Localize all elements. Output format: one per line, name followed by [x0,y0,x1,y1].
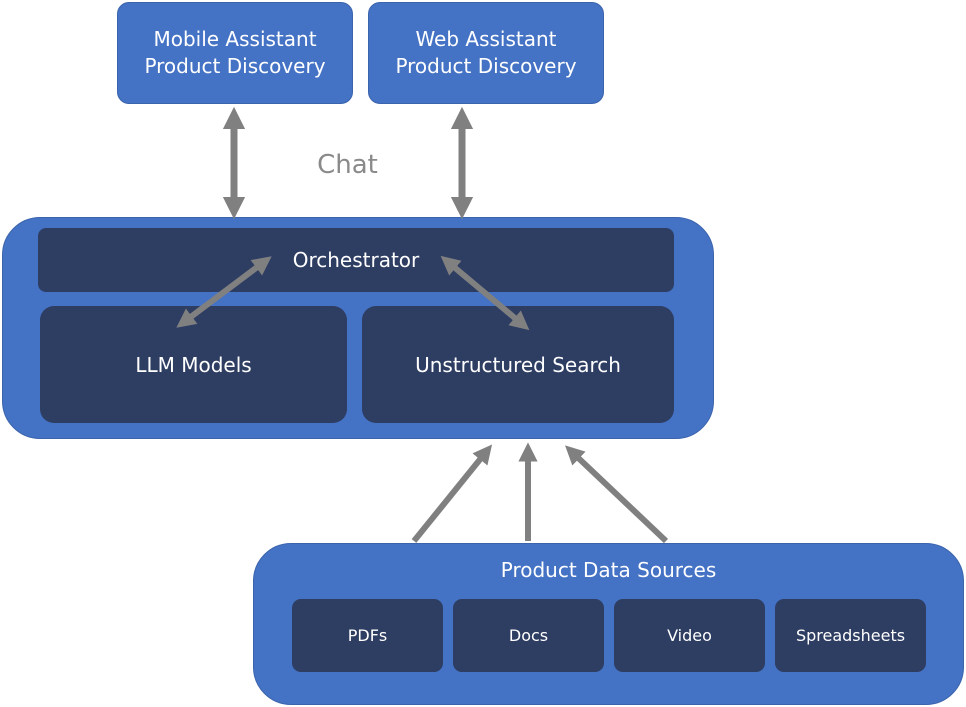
source-spreadsheets-label: Spreadsheets [795,626,906,645]
orchestrator-label: Orchestrator [292,248,420,272]
source-video-label: Video [667,626,712,645]
web-assistant-box: Web Assistant Product Discovery [368,2,604,104]
source-left-arrow [411,444,493,543]
llm-models-label: LLM Models [135,352,252,377]
product-data-sources-title: Product Data Sources [500,558,717,582]
unstructured-search-box: Unstructured Search [362,306,674,423]
orchestrator-box: Orchestrator [38,228,674,292]
chat-label: Chat [317,150,378,180]
source-spreadsheets: Spreadsheets [775,599,926,672]
mobile-assistant-label: Mobile Assistant Product Discovery [144,27,326,78]
source-pdfs: PDFs [292,599,443,672]
source-video: Video [614,599,765,672]
mobile-assistant-box: Mobile Assistant Product Discovery [117,2,353,104]
llm-models-box: LLM Models [40,306,347,423]
source-pdfs-label: PDFs [347,626,388,645]
source-right-arrow [565,445,669,544]
web-assistant-label: Web Assistant Product Discovery [395,27,577,78]
source-docs-label: Docs [508,626,549,645]
source-docs: Docs [453,599,604,672]
unstructured-search-label: Unstructured Search [415,352,621,377]
